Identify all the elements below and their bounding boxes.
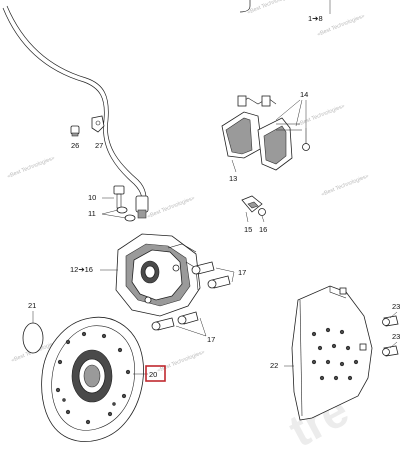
callout-10: 10 <box>88 193 96 202</box>
callout-17-lower: 17 <box>207 335 215 344</box>
highlight-box <box>145 365 166 382</box>
guard-bolts <box>382 315 399 357</box>
callout-20: 20 <box>149 370 157 379</box>
bleeder-screw <box>241 195 266 216</box>
callout-21: 21 <box>28 301 36 310</box>
caliper-bolts-upper <box>191 261 231 289</box>
brake-guard <box>291 285 373 421</box>
watermark-text: «Best Technologies» <box>157 349 206 374</box>
caliper-bolts-lower <box>151 311 199 331</box>
callout-13: 13 <box>229 174 237 183</box>
brake-caliper <box>115 233 201 317</box>
callout-12-16: 12➔16 <box>70 265 93 274</box>
callout-15: 15 <box>244 225 252 234</box>
watermark-text: «Best Technologies» <box>297 103 346 128</box>
watermark-text: «Best Technologies» <box>317 13 366 38</box>
watermark-text: «Best Technologies» <box>7 155 56 180</box>
banjo-bolt-parts <box>113 185 136 222</box>
callout-14: 14 <box>300 90 308 99</box>
brake-hose <box>2 0 331 219</box>
part-26-nut <box>70 125 80 137</box>
brake-disc <box>41 316 144 442</box>
callout-23-lower: 23 <box>392 332 400 341</box>
callout-11: 11 <box>88 209 96 218</box>
callout-16: 16 <box>259 225 267 234</box>
watermark-text: «Best Technologies» <box>321 173 370 198</box>
callout-23-upper: 23 <box>392 302 400 311</box>
callout-17-upper: 17 <box>238 268 246 277</box>
watermark-text: «Best Technologies» <box>247 0 296 16</box>
part-27-clip <box>91 115 105 133</box>
callout-27: 27 <box>95 141 103 150</box>
callout-26: 26 <box>71 141 79 150</box>
o-ring <box>22 322 44 354</box>
brake-pads <box>221 95 310 171</box>
callout-1-8: 1➔8 <box>308 14 323 23</box>
callout-22: 22 <box>270 361 278 370</box>
watermark-text: «Best Technologies» <box>147 195 196 220</box>
